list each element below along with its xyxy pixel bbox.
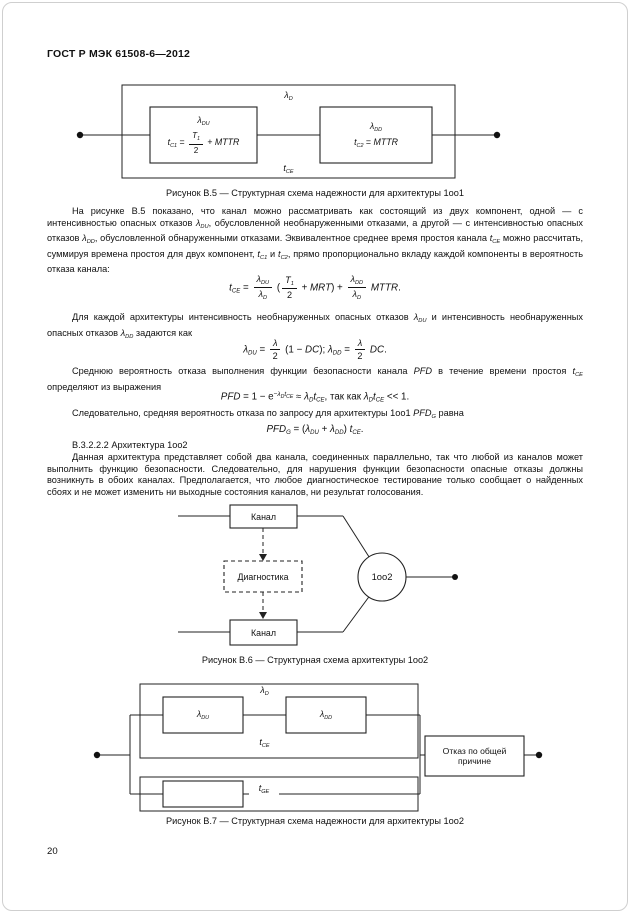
figure-b6: Канал Диагностика Канал 1oo2 bbox=[47, 500, 583, 650]
lambda-du-label: λDU bbox=[196, 709, 210, 721]
document-header: ГОСТ Р МЭК 61508-6—2012 bbox=[47, 48, 191, 60]
channel-top-block: Канал bbox=[230, 505, 297, 528]
lambda-dd-value: λDD bbox=[369, 121, 383, 133]
page-number: 20 bbox=[47, 846, 58, 857]
figure-b5-caption: Рисунок В.5 — Структурная схема надежнос… bbox=[166, 188, 464, 198]
lambda-d-label: λD bbox=[260, 685, 269, 697]
paragraph-1: На рисунке В.5 показано, что канал можно… bbox=[47, 206, 584, 275]
figure-b6-lines bbox=[178, 515, 455, 633]
t-ce-label: tCE bbox=[259, 737, 270, 749]
formula-pfd: PFD = 1 − e−λDtCE ≈ λDtCE, так как λDtCE… bbox=[220, 391, 410, 404]
channel-bottom-label: Канал bbox=[251, 627, 276, 638]
terminal-dot bbox=[452, 574, 458, 580]
paragraph-3: Среднюю вероятность отказа выполнения фу… bbox=[47, 366, 583, 392]
diagnostics-label: Диагностика bbox=[237, 571, 289, 582]
common-cause-label: Отказ по общей причине bbox=[442, 745, 507, 767]
channel-top-label: Канал bbox=[251, 511, 276, 522]
diagnostics-block: Диагностика bbox=[224, 561, 302, 592]
terminal-dots bbox=[76, 131, 501, 139]
figure-b6-blocks bbox=[223, 504, 407, 646]
figure-b7: λDU λDD λD tCE tGE Отказ по общей причин… bbox=[47, 672, 583, 814]
figure-b5-diagram bbox=[76, 84, 501, 179]
section-heading: В.3.2.2.2 Архитектура 1oo2 bbox=[72, 440, 188, 450]
figure-b7-caption: Рисунок В.7 — Структурная схема надежнос… bbox=[166, 816, 464, 826]
figure-b5-blocks bbox=[149, 106, 433, 164]
t-ge-label: tGE bbox=[249, 783, 279, 795]
lambda-du-value: λDU bbox=[197, 115, 210, 128]
t-ce-label: tCE bbox=[283, 163, 294, 175]
paragraph-2: Для каждой архитектуры интенсивность нео… bbox=[47, 312, 583, 340]
arrow-down-icons bbox=[259, 554, 267, 619]
figure-b6-caption: Рисунок В.6 — Структурная схема архитект… bbox=[201, 655, 429, 665]
figure-b6-diagram bbox=[178, 504, 458, 646]
terminal-dots bbox=[93, 751, 543, 759]
lambda-d-label: λD bbox=[284, 90, 293, 102]
lambda-dd-block: λDD bbox=[286, 697, 366, 733]
t-c2-formula: tC2 = MTTR bbox=[354, 137, 398, 149]
common-cause-block: Отказ по общей причине bbox=[425, 736, 524, 776]
channel-bottom-block: Канал bbox=[230, 620, 297, 645]
paragraph-4: Следовательно, средняя вероятность отказ… bbox=[72, 408, 464, 420]
formula-pfdg: PFDG = (λDU + λDD) tCE. bbox=[266, 424, 364, 437]
figure-b7-diagram bbox=[93, 683, 543, 812]
figure-b7-blocks bbox=[162, 696, 525, 808]
paragraph-5: Данная архитектура представляет собой дв… bbox=[47, 452, 583, 497]
lambda-dd-label: λDD bbox=[319, 709, 333, 721]
component-dd-block: λDD tC2 = MTTR bbox=[320, 107, 432, 163]
lambda-du-block: λDU bbox=[163, 697, 243, 733]
voter-label: 1oo2 bbox=[371, 571, 393, 582]
